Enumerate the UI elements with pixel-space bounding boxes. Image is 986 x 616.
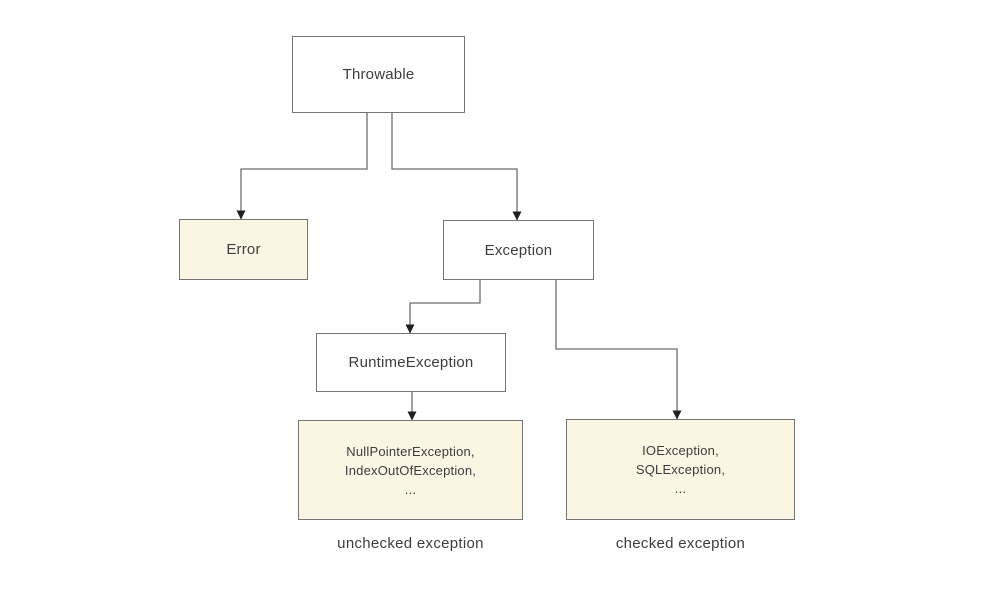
node-error: Error — [179, 219, 308, 280]
checked-example-line: ... — [674, 481, 687, 496]
node-runtime-exception: RuntimeException — [316, 333, 506, 392]
node-exception: Exception — [443, 220, 594, 280]
edge-throwable-to-exception — [391, 113, 522, 221]
unchecked-example-line: ... — [404, 481, 417, 497]
checked-example-line: IOException, — [642, 443, 719, 458]
edge-exception-to-runtime — [405, 280, 481, 334]
edge-exception-to-checked — [555, 280, 682, 420]
edge-throwable-to-error — [236, 113, 368, 220]
node-throwable-label: Throwable — [342, 66, 415, 83]
caption-checked-exception: checked exception — [615, 535, 746, 552]
unchecked-example-line: NullPointerException, — [346, 443, 475, 459]
node-runtime-exception-label: RuntimeException — [348, 354, 474, 371]
node-throwable: Throwable — [292, 36, 465, 113]
node-unchecked-examples: NullPointerException, IndexOutOfExceptio… — [298, 420, 523, 520]
node-exception-label: Exception — [484, 241, 553, 259]
caption-unchecked-exception: unchecked exception — [337, 535, 484, 552]
node-error-label: Error — [226, 241, 261, 258]
unchecked-example-line: IndexOutOfException, — [344, 462, 477, 478]
node-checked-examples: IOException, SQLException, ... — [566, 419, 795, 520]
checked-example-line: SQLException, — [635, 462, 726, 477]
